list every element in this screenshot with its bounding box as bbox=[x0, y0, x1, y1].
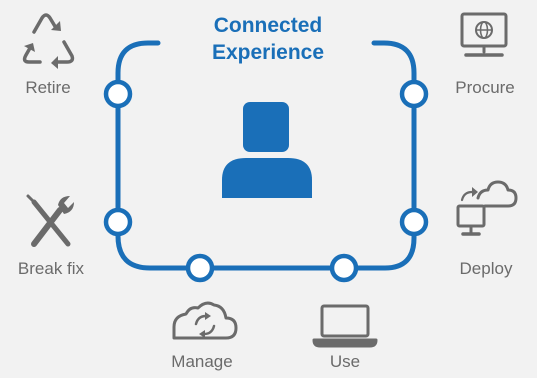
stage-label-manage: Manage bbox=[171, 352, 233, 371]
stage-label-break-fix: Break fix bbox=[17, 259, 85, 278]
stage-label-procure: Procure bbox=[455, 78, 515, 97]
node-manage bbox=[185, 253, 215, 283]
monitor-cloud-sync-icon bbox=[456, 180, 518, 236]
wrench-screwdriver-icon bbox=[26, 194, 74, 247]
title-line-1: Connected bbox=[213, 14, 323, 37]
node-break-fix bbox=[103, 207, 133, 237]
recycle-icon bbox=[22, 13, 75, 69]
node-use bbox=[329, 253, 359, 283]
stage-label-retire: Retire bbox=[25, 78, 71, 97]
node-retire bbox=[103, 79, 133, 109]
node-deploy bbox=[399, 207, 429, 237]
lifecycle-loop bbox=[115, 40, 417, 271]
node-procure bbox=[399, 79, 429, 109]
monitor-globe-icon bbox=[460, 12, 508, 57]
title-line-2: Experience bbox=[211, 41, 325, 64]
cloud-sync-icon bbox=[172, 301, 238, 340]
stage-label-deploy: Deploy bbox=[459, 259, 513, 278]
stage-label-use: Use bbox=[329, 352, 361, 371]
laptop-icon bbox=[312, 304, 378, 348]
diagram-title: Connected Experience bbox=[168, 12, 368, 66]
person-icon bbox=[222, 102, 312, 198]
